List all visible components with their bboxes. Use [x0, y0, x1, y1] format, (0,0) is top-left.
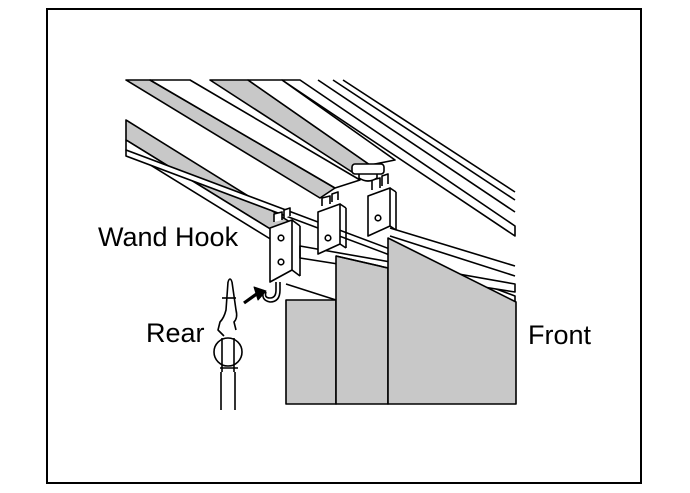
rear-panel — [285, 299, 337, 405]
arrow-right-icon — [243, 286, 267, 305]
rear-label: Rear — [146, 318, 205, 348]
middle-panel — [335, 255, 389, 405]
hook-icon — [262, 282, 281, 303]
carrier-bracket-middle — [317, 191, 347, 255]
carrier-bracket-rear — [269, 207, 301, 283]
wand-icon — [213, 278, 243, 410]
front-label: Front — [528, 320, 592, 350]
front-panel — [387, 237, 517, 405]
carrier-bracket-front — [351, 163, 397, 237]
fabric-panels — [285, 237, 517, 405]
wand-hook-label: Wand Hook — [98, 222, 239, 252]
headrail-rails — [125, 79, 516, 303]
